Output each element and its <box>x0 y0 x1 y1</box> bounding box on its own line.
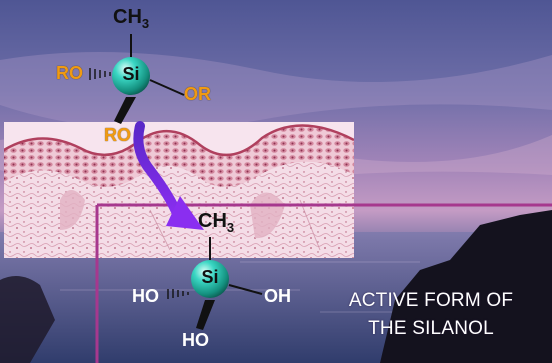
methyl-text: CH <box>198 210 227 232</box>
methyl-subscript: 3 <box>226 220 235 235</box>
methyl-group-top: CH3 <box>113 6 149 31</box>
methyl-subscript: 3 <box>141 16 150 31</box>
alkoxy-bottom-top: RO <box>104 125 131 145</box>
silicon-label-top: Si <box>122 64 140 84</box>
hashed-wedge-bond <box>167 289 189 299</box>
bottom-molecule-bonds <box>167 237 263 330</box>
caption-line-2: THE SILANOL <box>368 318 494 339</box>
alkoxy-left-top: RO <box>56 63 83 83</box>
silicon-label-bottom: Si <box>201 267 219 287</box>
top-molecule-bonds <box>89 34 185 124</box>
hydroxyl-bottom: HO <box>182 330 209 350</box>
silicon-atom-bottom <box>191 260 229 298</box>
silicon-atom-top <box>112 57 150 95</box>
curved-arrow-icon <box>133 121 204 230</box>
solid-wedge-bond <box>196 300 215 330</box>
methyl-group-bottom: CH3 <box>198 210 234 235</box>
hashed-wedge-bond <box>89 68 111 80</box>
skin-tissue-illustration <box>4 122 354 258</box>
methyl-text: CH <box>113 6 142 28</box>
solid-wedge-bond <box>114 97 136 124</box>
hydroxyl-right: OH <box>264 286 291 306</box>
hydroxyl-left: HO <box>132 286 159 306</box>
caption: ACTIVE FORM OF THE SILANOL <box>316 287 546 343</box>
alkoxy-right-top: OR <box>184 84 211 104</box>
caption-line-1: ACTIVE FORM OF <box>348 290 514 311</box>
